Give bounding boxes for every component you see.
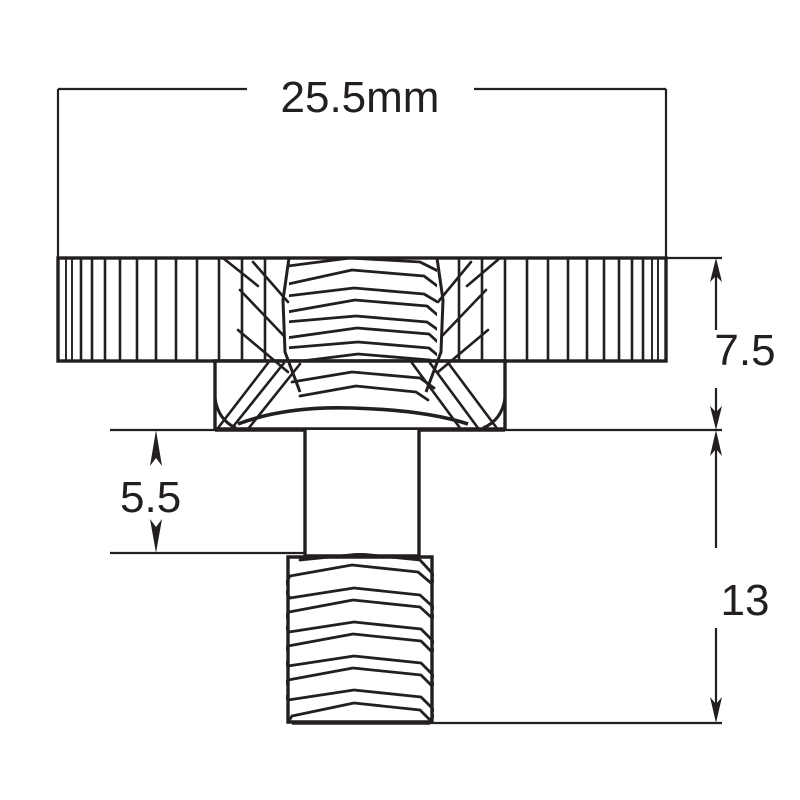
internal-thread-bore — [221, 256, 502, 402]
external-thread-stud — [286, 553, 434, 725]
boss-bore-fillet — [237, 406, 469, 426]
knurl-lines-right — [457, 258, 659, 361]
bore-wall-left — [281, 257, 302, 393]
arrowhead-13-bottom — [710, 697, 722, 723]
internal-thread-helices — [289, 258, 437, 362]
plain-shank — [303, 430, 421, 558]
shank-outline — [303, 430, 421, 558]
dimension-head-height-7-5: 7.5 — [666, 256, 776, 430]
arrowhead-7-5-bottom — [710, 406, 722, 430]
dimension-stud-length-13: 13 — [430, 430, 770, 725]
arrowhead-13-top — [710, 430, 722, 456]
arrowhead-5-5-bottom — [150, 519, 162, 553]
dimension-label-width: 25.5mm — [281, 73, 440, 122]
dimension-width-25-5mm: 25.5mm — [56, 73, 668, 258]
head-outline — [56, 256, 668, 363]
arrowhead-7-5-top — [710, 258, 722, 282]
external-thread-helices — [286, 553, 434, 724]
arrowhead-5-5-top — [150, 430, 162, 466]
boss-corner-right — [482, 397, 507, 430]
boss-corner-left — [213, 397, 237, 430]
knurl-lines-left — [65, 258, 267, 361]
internal-thread-runout — [290, 370, 436, 402]
dimension-label-shank: 5.5 — [120, 473, 181, 522]
knurled-head — [56, 256, 668, 363]
bore-wall-right — [424, 257, 445, 393]
dimension-label-stud-length: 13 — [721, 576, 770, 625]
dimension-label-head-height: 7.5 — [714, 326, 775, 375]
bore-chamfer-rays — [221, 256, 502, 374]
dimension-shank-5-5: 5.5 — [110, 430, 305, 555]
center-boss — [213, 359, 507, 431]
